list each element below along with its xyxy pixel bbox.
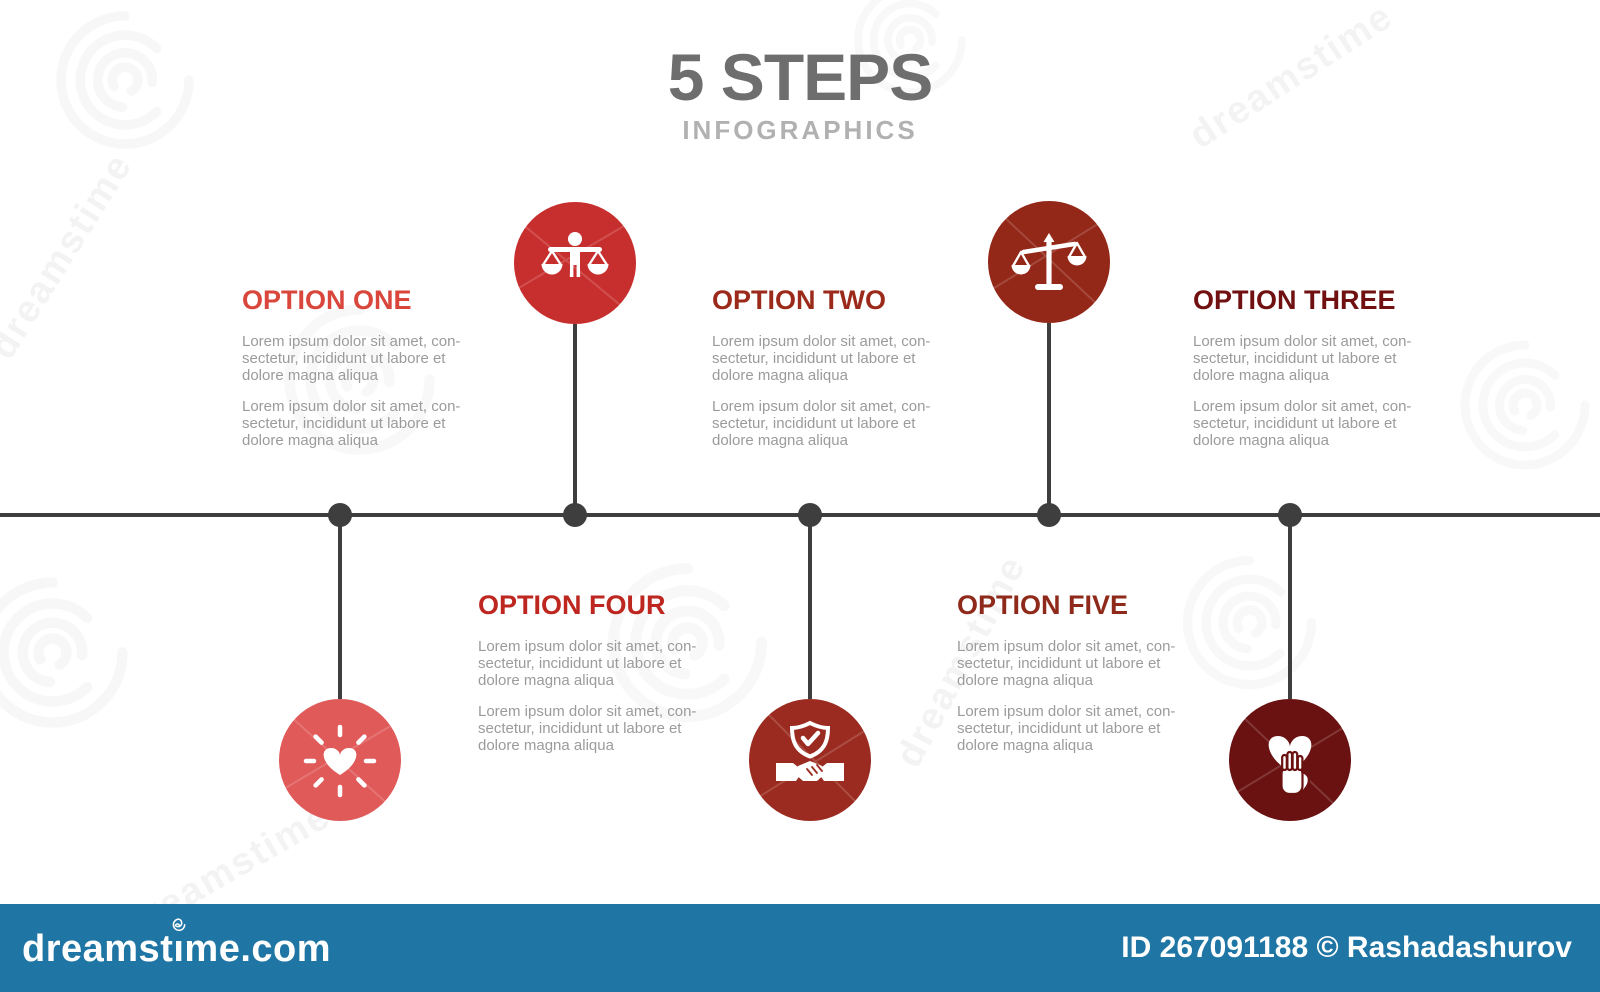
spiral-icon xyxy=(172,918,186,932)
step-block-4: OPTION FOUR Lorem ipsum dolor sit amet, … xyxy=(478,590,728,768)
timeline-connector xyxy=(1288,515,1292,699)
step-description: Lorem ipsum dolor sit amet, con-sectetur… xyxy=(712,398,931,449)
step-label-5: OPTION FIVE xyxy=(957,590,1129,620)
hand-over-heart-icon xyxy=(1233,715,1347,807)
step-block-5: OPTION FIVE Lorem ipsum dolor sit amet, … xyxy=(957,590,1207,768)
timeline-node-5 xyxy=(1278,503,1302,527)
justice-scales-icon xyxy=(990,215,1102,307)
step-description: Lorem ipsum dolor sit amet, con-sectetur… xyxy=(478,638,697,689)
step-description: Lorem ipsum dolor sit amet, con-sectetur… xyxy=(1193,333,1412,384)
step-label-4: OPTION FOUR xyxy=(478,590,666,620)
shield-check-handshake-icon xyxy=(753,711,867,805)
step-label-1: OPTION ONE xyxy=(242,285,412,315)
timeline-node-3 xyxy=(798,503,822,527)
step-description: Lorem ipsum dolor sit amet, con-sectetur… xyxy=(242,333,461,384)
icon-circle-1 xyxy=(279,699,401,821)
timeline-connector xyxy=(1047,323,1051,515)
watermark-spiral xyxy=(0,565,140,740)
timeline-connector xyxy=(573,324,577,515)
step-description: Lorem ipsum dolor sit amet, con-sectetur… xyxy=(957,638,1176,689)
watermark-text: dreamstime xyxy=(0,146,141,367)
icon-circle-4 xyxy=(988,201,1110,323)
step-description: Lorem ipsum dolor sit amet, con-sectetur… xyxy=(478,703,697,754)
step-block-3: OPTION THREE Lorem ipsum dolor sit amet,… xyxy=(1193,285,1443,463)
stock-credit: ID 267091188 © Rashadashurov xyxy=(1121,931,1572,964)
step-description: Lorem ipsum dolor sit amet, con-sectetur… xyxy=(1193,398,1412,449)
page-subtitle: INFOGRAPHICS xyxy=(682,115,918,145)
timeline-node-1 xyxy=(328,503,352,527)
step-block-2: OPTION TWO Lorem ipsum dolor sit amet, c… xyxy=(712,285,962,463)
step-description: Lorem ipsum dolor sit amet, con-sectetur… xyxy=(957,703,1176,754)
step-block-1: OPTION ONE Lorem ipsum dolor sit amet, c… xyxy=(242,285,492,463)
timeline-node-4 xyxy=(1037,503,1061,527)
timeline-connector xyxy=(338,515,342,699)
timeline-connector xyxy=(808,515,812,699)
page-title: 5 STEPS xyxy=(667,40,933,114)
watermark-spiral xyxy=(1450,330,1600,480)
icon-circle-3 xyxy=(749,699,871,821)
icon-circle-5 xyxy=(1229,699,1351,821)
icon-circle-2 xyxy=(514,202,636,324)
shining-heart-icon xyxy=(281,715,395,807)
person-holding-scales-icon xyxy=(516,222,630,310)
step-label-2: OPTION TWO xyxy=(712,285,886,315)
timeline-node-2 xyxy=(563,503,587,527)
step-description: Lorem ipsum dolor sit amet, con-sectetur… xyxy=(242,398,461,449)
step-label-3: OPTION THREE xyxy=(1193,285,1396,315)
step-description: Lorem ipsum dolor sit amet, con-sectetur… xyxy=(712,333,931,384)
